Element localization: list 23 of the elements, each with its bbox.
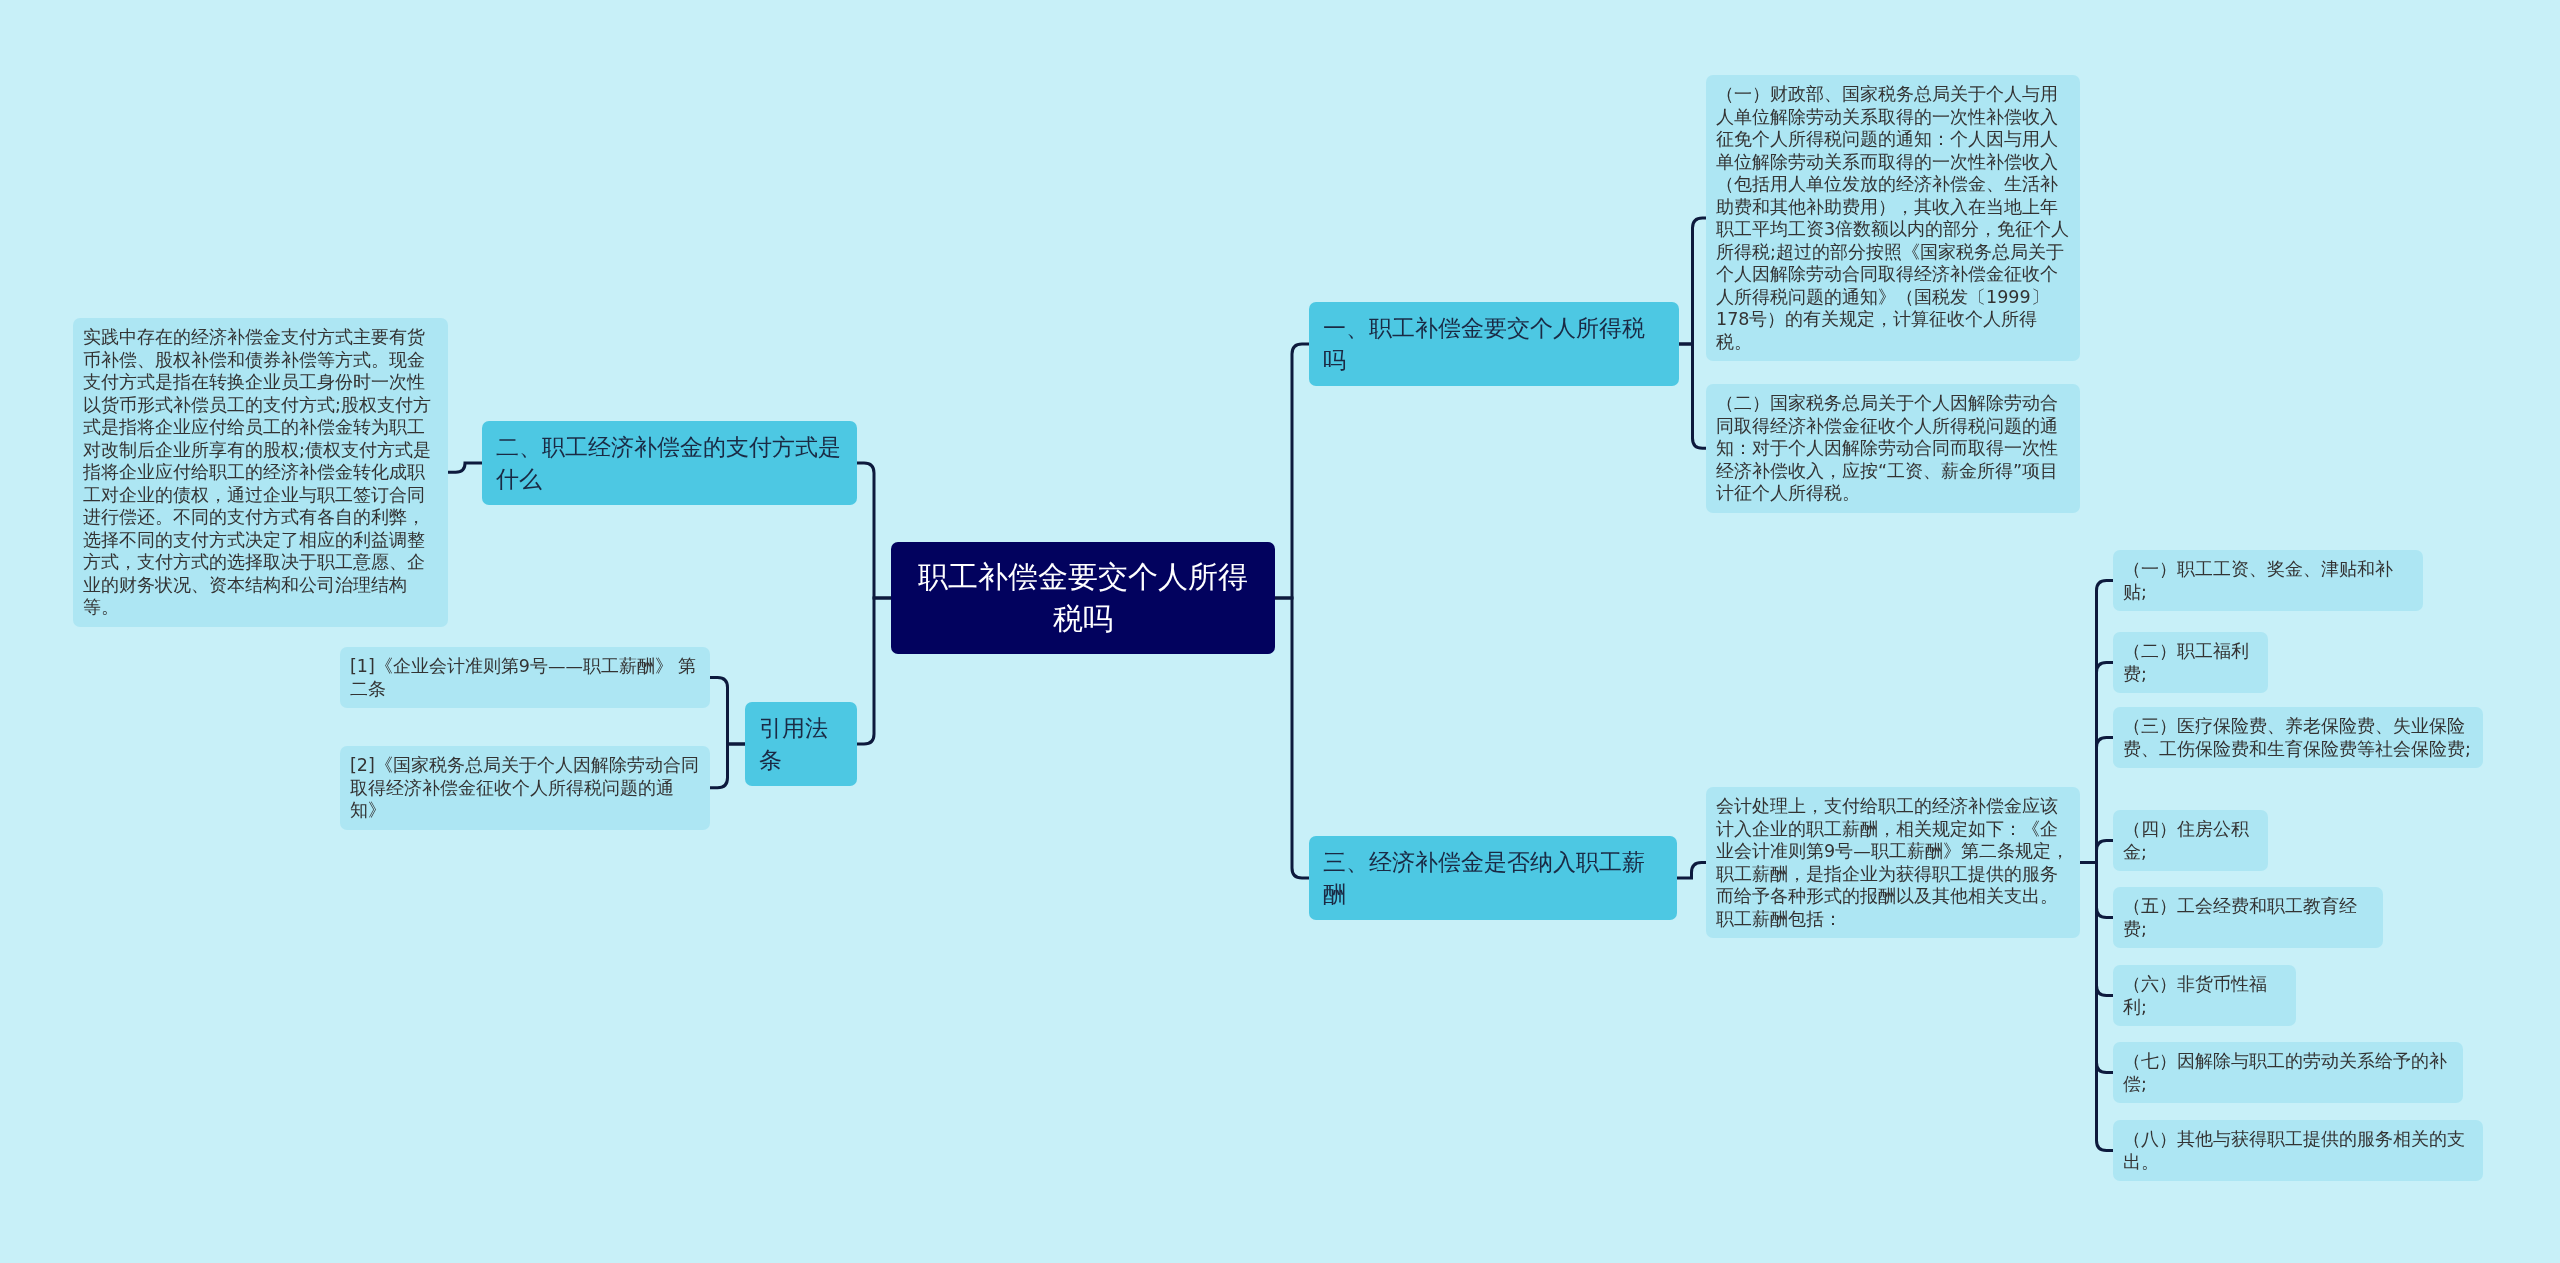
note-box: （一）职工工资、奖金、津贴和补贴; xyxy=(2113,550,2423,611)
topic-box: 职工补偿金要交个人所得税吗 xyxy=(891,542,1275,654)
branch-box: 引用法条 xyxy=(745,702,857,786)
note-box: （二）职工福利费; xyxy=(2113,632,2268,693)
note-box: [2]《国家税务总局关于个人因解除劳动合同取得经济补偿金征收个人所得税问题的通知》 xyxy=(340,746,710,830)
note-box: 会计处理上，支付给职工的经济补偿金应该计入企业的职工薪酬，相关规定如下：《企业会计准则第9号—职工薪酬》第二条规定，职工薪酬，是指企业为获得职工提供的服务而给予各种形式的报酬以及其他相关支出。职工薪酬包括： xyxy=(1706,787,2080,938)
note-box: [1]《企业会计准则第9号——职工薪酬》 第二条 xyxy=(340,647,710,708)
note-box: （五）工会经费和职工教育经费; xyxy=(2113,887,2383,948)
note-box: （六）非货币性福利; xyxy=(2113,965,2296,1026)
note-box: （八）其他与获得职工提供的服务相关的支出。 xyxy=(2113,1120,2483,1181)
connector xyxy=(2080,861,2113,1152)
connector xyxy=(710,742,745,790)
note-box: （三）医疗保险费、养老保险费、失业保险费、工伤保险费和生育保险费等社会保险费; xyxy=(2113,707,2483,768)
branch-box: 一、职工补偿金要交个人所得税吗 xyxy=(1309,302,1679,386)
branch-box: 三、经济补偿金是否纳入职工薪酬 xyxy=(1309,836,1677,920)
connector xyxy=(448,461,482,474)
branch-box: 二、职工经济补偿金的支付方式是什么 xyxy=(482,421,857,505)
note-box: （一）财政部、国家税务总局关于个人与用人单位解除劳动关系取得的一次性补偿收入征免个人所得税问题的通知：个人因与用人单位解除劳动关系而取得的一次性补偿收入（包括用人单位发放的经济补偿金、生活补助费和其他补助费用），其收入在当地上年职工平均工资3倍数额以内的部分，免征个人所得税;超过的部分按照《国家税务总局关于个人因解除劳动合同取得经济补偿金征收个人所得税问题的通知》（国税发〔1999〕178号）的有关规定，计算征收个人所得税。 xyxy=(1706,75,2080,361)
note-box: （四）住房公积金; xyxy=(2113,810,2268,871)
note-box: 实践中存在的经济补偿金支付方式主要有货币补偿、股权补偿和债券补偿等方式。现金支付方式是指在转换企业员工身份时一次性以货币形式补偿员工的支付方式;股权支付方式是指将企业应付给员工的补偿金转为职工对改制后企业所享有的股权;债权支付方式是指将企业应付给职工的经济补偿金转化成职工对企业的债权，通过企业与职工签订合同进行偿还。不同的支付方式有各自的利弊，选择不同的支付方式决定了相应的利益调整方式，支付方式的选择取决于职工意愿、企业的财务状况、资本结构和公司治理结构等。 xyxy=(73,318,448,627)
connector xyxy=(1677,861,1706,880)
note-box: （二）国家税务总局关于个人因解除劳动合同取得经济补偿金征收个人所得税问题的通知：对于个人因解除劳动合同而取得一次性经济补偿收入，应按“工资、薪金所得”项目计征个人所得税。 xyxy=(1706,384,2080,513)
note-box: （七）因解除与职工的劳动关系给予的补偿; xyxy=(2113,1042,2463,1103)
